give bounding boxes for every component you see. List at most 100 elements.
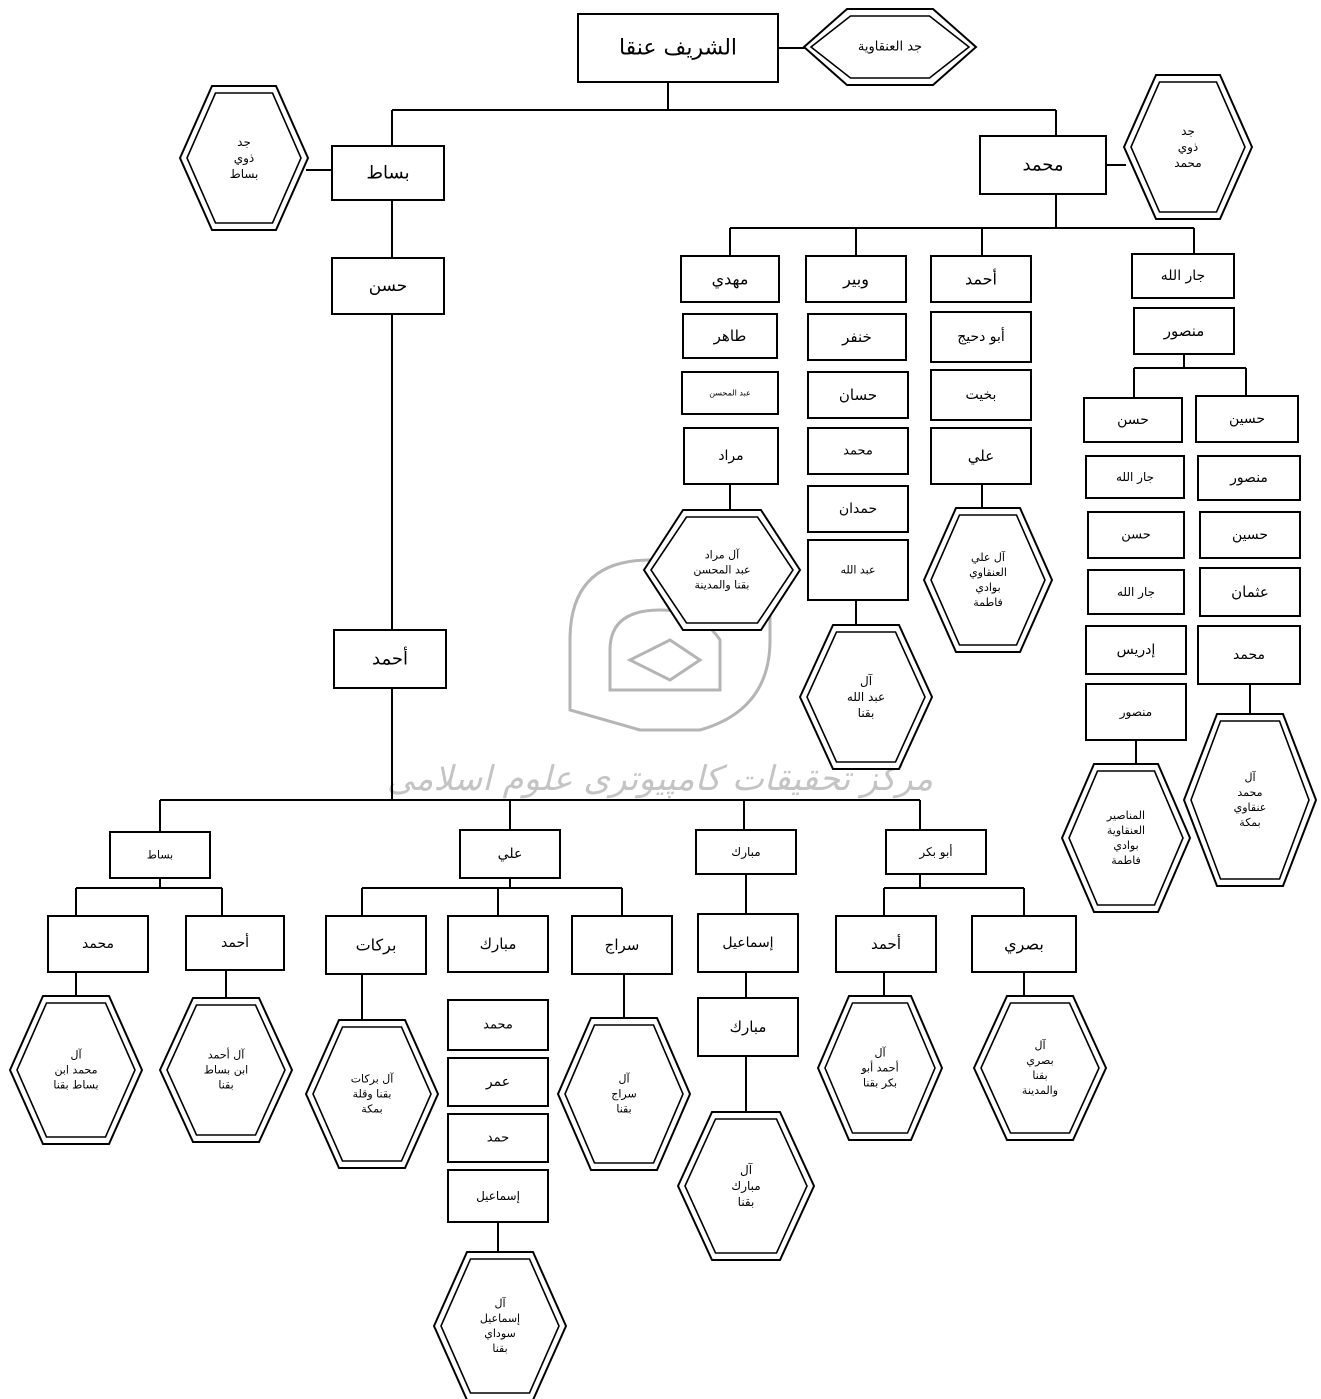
node-box-mansur2: منصور (1197, 455, 1301, 501)
family-hexagon-basri: آل بصري بقنا والمدينة (972, 995, 1108, 1141)
hexagon-label-line: مبارك (731, 1179, 760, 1194)
node-label: طاهر (713, 327, 747, 345)
hexagon-label-line: آل (860, 673, 873, 688)
node-box-hasan-j2: حسن (1087, 511, 1185, 559)
node-label: عبد المحسن (709, 389, 751, 398)
hexagon-label-line: أحمد أبو (860, 1061, 898, 1075)
node-box-basat2: بساط (109, 831, 211, 879)
node-box-ahmad-b: أحمد (185, 915, 285, 971)
node-box-mahdi: مهدي (680, 255, 780, 303)
hexagon-label-line: بقنا (858, 706, 875, 720)
hexagon-label-line: آل (618, 1072, 630, 1086)
node-label: مبارك (480, 935, 517, 953)
node-box-hassan-w: حسان (807, 371, 909, 419)
node-label: علي (968, 447, 994, 466)
node-box-hasan-j: حسن (1083, 397, 1183, 443)
node-label: محمد (1022, 155, 1063, 176)
node-label: الشريف عنقا (619, 36, 737, 61)
node-label: حمد (487, 1131, 509, 1146)
node-label: علي (498, 846, 523, 862)
hexagon-label-line: بساط بقنا (53, 1078, 98, 1091)
hexagon-label-line: جد (1181, 124, 1195, 138)
node-box-husayn2: حسين (1199, 511, 1301, 559)
node-box-muhammad-w: محمد (807, 427, 909, 475)
node-box-abdallah: عبد الله (807, 539, 909, 601)
node-label: محمد (1233, 647, 1265, 663)
node-box-ali-a: علي (930, 427, 1032, 485)
node-box-ahmad2: أحمد (930, 255, 1032, 303)
hexagon-label-line: آل (1034, 1038, 1046, 1052)
node-label: عبد الله (840, 564, 875, 577)
hexagon-label-line: آل (874, 1046, 886, 1060)
node-label: منصور (1163, 322, 1205, 340)
node-box-ali: علي (459, 829, 561, 879)
node-label: أبو دحيج (957, 327, 1005, 345)
hexagon-label-line: بقنا وقلة (353, 1088, 392, 1101)
node-box-uthman: عثمان (1199, 567, 1301, 617)
node-label: حسن (1121, 528, 1151, 543)
hexagon-label-line: محمد ابن (54, 1064, 97, 1077)
hexagon-label-line: بمكة (361, 1102, 382, 1115)
node-label: إدريس (1117, 642, 1156, 658)
connector-lines (75, 47, 1251, 1252)
node-box-mubarak2: مبارك (697, 997, 799, 1057)
node-label: خنفر (841, 328, 872, 346)
node-label: أحمد (965, 269, 997, 289)
hexagon-label-line: محمد (1237, 786, 1262, 799)
node-label: بخيت (966, 387, 997, 403)
node-box-muhammad-m: محمد (447, 999, 549, 1051)
node-label: حمدان (839, 501, 877, 517)
node-label: منصور (1119, 705, 1152, 720)
hexagon-label-line: بقنا (218, 1078, 233, 1091)
node-label: محمد (483, 1018, 513, 1033)
node-box-barakat: بركات (325, 915, 427, 975)
node-box-muhammad: محمد (979, 135, 1107, 195)
node-box-hamad: حمد (447, 1113, 549, 1163)
node-label: جار الله (1117, 585, 1155, 600)
node-box-murad: مراد (683, 427, 779, 485)
hexagon-label-line: بصري (1026, 1054, 1053, 1067)
hexagon-label-line: والمدينة (1022, 1084, 1058, 1097)
node-box-siraj: سراج (571, 915, 673, 975)
hexagon-label-line: سراج (611, 1088, 636, 1101)
node-label: منصور (1229, 470, 1268, 486)
node-label: وبير (842, 270, 869, 290)
hexagon-label-line: بقنا والمدينة (695, 578, 750, 591)
node-box-jarallah: جار الله (1131, 253, 1235, 299)
hexagon-label-line: بساط (230, 167, 259, 181)
node-label: إسماعيل (476, 1189, 520, 1203)
node-label: حسان (839, 386, 877, 404)
node-box-hamdan: حمدان (807, 485, 909, 533)
node-label: بساط (366, 163, 409, 184)
node-box-abudahij: أبو دحيج (930, 311, 1032, 363)
node-label: حسين (1229, 411, 1265, 427)
node-box-mansur: منصور (1133, 307, 1235, 355)
node-label: أبو بكر (918, 844, 952, 860)
node-box-hasan: حسن (331, 257, 445, 315)
node-box-jarallah3: جار الله (1087, 569, 1185, 615)
hexagon-label-line: عبد المحسن (693, 564, 750, 577)
hexagon-label-line: بكر بقنا (863, 1076, 897, 1089)
hexagon-label-line: سوداي (484, 1327, 515, 1340)
hexagon-label-line: بوادي (1113, 839, 1138, 852)
hexagon-label-line: ذوي (234, 151, 255, 166)
node-box-muhammad-h: محمد (1197, 625, 1301, 685)
node-box-bakhit: بخيت (930, 369, 1032, 421)
hexagon-label-line: آل أحمد (208, 1048, 245, 1062)
node-box-abubakr: أبو بكر (885, 829, 987, 875)
hexagon-label-line: آل (70, 1048, 82, 1062)
node-box-muhammad-b: محمد (47, 915, 149, 973)
node-label: جار الله (1161, 268, 1205, 284)
hexagon-label-line: بقنا (492, 1342, 507, 1355)
node-label: أحمد (871, 934, 901, 953)
hexagon-label-line: بقنا (1032, 1069, 1047, 1082)
node-label: مبارك (731, 845, 760, 860)
